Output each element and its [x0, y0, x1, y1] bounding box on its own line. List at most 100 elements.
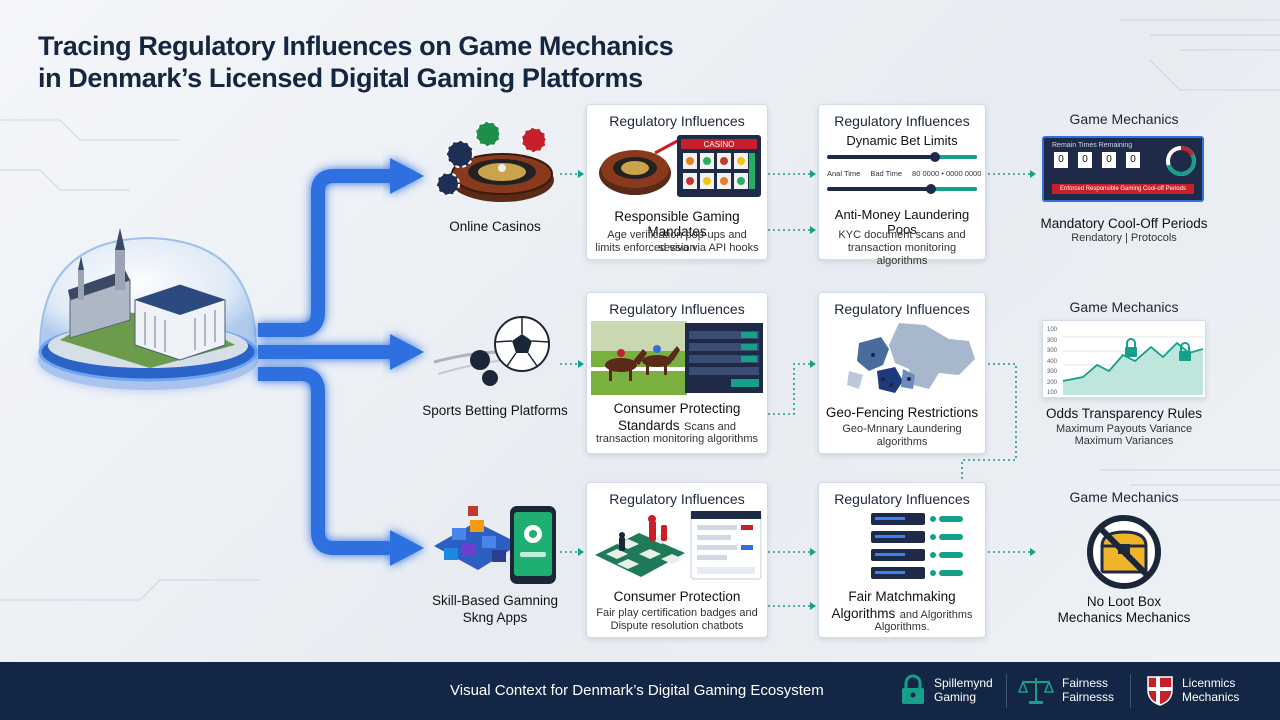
footer-divider	[1006, 674, 1007, 708]
chart-tick: 300	[1047, 348, 1058, 354]
timer-progress-ring-icon	[1166, 146, 1196, 176]
game-mechanics-head: Game Mechanics	[1069, 111, 1179, 127]
odds-line-plot	[1063, 336, 1203, 395]
card-label: Anti-Money Laundering Poos	[834, 207, 970, 237]
title-line-2: in Denmark’s Licensed Digital Gaming Pla…	[38, 63, 643, 93]
cool-off-warning-banner: Enforced Responsible Gaming Cool-off Per…	[1052, 184, 1194, 194]
footer-badge-licences: Licenmics Mechanics	[1146, 674, 1239, 706]
chart-tick: 300	[1047, 369, 1058, 375]
footer-badge-spillemynd: Spillemynd Gaming	[900, 674, 993, 706]
card-label-line1: Consumer Protecting	[613, 401, 741, 416]
category-skill-based-gaming: Skill-Based Gamning Skng Apps	[420, 592, 570, 626]
page-title: Tracing Regulatory Influences on Game Me…	[38, 30, 674, 94]
cool-off-timer-panel: Remain Times Remaining 0 0 0 0 Enforced …	[1042, 136, 1204, 202]
game-mechanics-head: Game Mechanics	[1069, 299, 1179, 315]
card-head: Regulatory Influences	[834, 491, 970, 507]
game-mechanic-sub: Rendatory | Protocols	[1071, 232, 1177, 244]
card-sub-line2: Dispute resolution chatbots	[610, 620, 744, 632]
game-mechanic-sub-line2: Maximum Variances	[1074, 435, 1174, 447]
soccer-ball-icon	[433, 316, 550, 386]
card-geo-fencing: Regulatory Influences Geo-Fencing Restri…	[818, 292, 986, 454]
card-aml-bet-limits: Regulatory Influences Dynamic Bet Limits…	[818, 104, 986, 267]
badge-line2: Gaming	[934, 690, 977, 704]
chart-tick: 300	[1047, 337, 1058, 344]
timer-caption: Remain Times Remaining	[1052, 142, 1133, 149]
platform-flow-arrows	[258, 169, 392, 555]
card-label-line1: Fair Matchmaking	[848, 589, 956, 604]
card-sub-line2: transaction monitoring algorithms	[847, 242, 957, 267]
card-consumer-protection: Regulatory Influences Consumer Protectio…	[586, 482, 768, 638]
danish-regulator-building-dome	[38, 228, 258, 390]
card-sub-line1: Geo-Mnnary Laundering	[842, 423, 962, 435]
bet-limit-sliders[interactable]	[825, 151, 981, 201]
footer-divider	[1130, 674, 1131, 708]
balance-scale-icon	[1018, 678, 1054, 704]
padlock-icon	[1125, 338, 1137, 357]
puzzle-phone-icon	[434, 506, 556, 584]
card-label-line2-wrap: Algorithms and Algorithms	[819, 605, 985, 623]
game-mechanic-sub-line1: Maximum Payouts Variance	[1055, 423, 1193, 435]
timer-digits: 0 0 0 0	[1054, 152, 1140, 168]
card-label-line2-tail: Scans and	[684, 421, 736, 433]
chart-tick: 100	[1047, 327, 1058, 333]
game-mechanics-head: Game Mechanics	[1069, 489, 1179, 505]
game-mechanic-label: Odds Transparency Rules	[1045, 406, 1203, 421]
game-mechanic-label: Mandatory Cool-Off Periods	[1040, 216, 1208, 231]
badge-line1: Spillemynd	[934, 676, 993, 690]
card-head: Regulatory Influences	[609, 113, 745, 129]
danish-shield-icon	[1147, 676, 1173, 706]
odds-transparency-chart: 100 300 300 400 300 200 100	[1042, 320, 1206, 398]
game-mechanic-label-line1: No Loot Box	[1086, 594, 1162, 609]
slider-label-right: 80 0000 • 0000 0000	[912, 169, 982, 178]
card-sub-line1: Fair play certification badges and	[596, 607, 758, 619]
card-label-line2-tail: and Algorithms	[899, 609, 973, 621]
chart-tick: 200	[1047, 379, 1058, 386]
horse-racing-betting-screen-icon	[591, 321, 763, 395]
card-label-dynamic-bet-limits: Dynamic Bet Limits	[846, 133, 958, 148]
card-head: Regulatory Influences	[609, 301, 745, 317]
chart-tick: 400	[1047, 358, 1058, 365]
category-skill-label-line2: Skng Apps	[462, 610, 528, 625]
card-label-line2: Standards	[618, 418, 680, 433]
roulette-slot-screen-icon: CASINO	[599, 135, 761, 197]
no-loot-box-icon	[1087, 515, 1161, 589]
category-sports-betting: Sports Betting Platforms	[422, 403, 568, 418]
footer-caption: Visual Context for Denmark’s Digital Gam…	[450, 682, 824, 699]
category-online-casinos: Online Casinos	[449, 219, 541, 234]
card-sub-line2: algorithms	[876, 436, 928, 448]
badge-line2: Mechanics	[1182, 690, 1240, 704]
chart-tick-labels: 100 300 300 400 300 200 100	[1047, 325, 1063, 399]
card-sub: Algorithms.	[874, 621, 930, 633]
slider-labels: Anal Time Bad Time 80 0000 • 0000 0000	[827, 169, 983, 178]
chess-dispute-chat-icon	[595, 511, 762, 580]
timer-digit: 0	[1126, 152, 1140, 168]
flow-connectors	[0, 19, 1280, 610]
dotted-connectors	[560, 173, 1030, 607]
roulette-chips-icon	[436, 121, 554, 202]
card-head: Regulatory Influences	[834, 301, 970, 317]
card-label-line2-wrap: Standards Scans and	[587, 417, 767, 435]
category-skill-label-line1: Skill-Based Gamning	[431, 593, 559, 608]
card-label-line2: Algorithms	[831, 606, 896, 621]
timer-digit: 0	[1102, 152, 1116, 168]
server-rack-icon	[871, 513, 963, 579]
card-fair-matchmaking: Regulatory Influences Fair Matchmaking A…	[818, 482, 986, 638]
card-label: Consumer Protection	[613, 589, 741, 604]
card-label: Geo-Fencing Restrictions	[825, 405, 979, 420]
card-consumer-protecting: Regulatory Influences Consumer Protectin…	[586, 292, 768, 454]
footer-bar: Visual Context for Denmark’s Digital Gam…	[0, 662, 1280, 720]
card-head: Regulatory Influences	[609, 491, 745, 507]
screen-title: CASINO	[704, 140, 735, 149]
padlock-icon	[1179, 342, 1191, 361]
background-circuit-lines	[0, 19, 1280, 601]
padlock-icon	[902, 674, 924, 704]
card-sub-line1: Age verification pop-ups and session	[607, 229, 747, 254]
footer-badge-fairness: Fairness Fairnesss	[1018, 674, 1114, 706]
card-head: Regulatory Influences	[834, 113, 970, 129]
timer-digit: 0	[1054, 152, 1068, 168]
card-label: Responsible Gaming Mandates	[614, 209, 740, 239]
card-sub-line2: limits enforced viva via API hooks	[595, 242, 759, 254]
game-mechanic-label-line2: Mechanics Mechanics	[1057, 610, 1191, 625]
slider-label-left: Anal Time	[827, 169, 861, 178]
card-sub-line1: KYC document scans and	[838, 229, 966, 241]
